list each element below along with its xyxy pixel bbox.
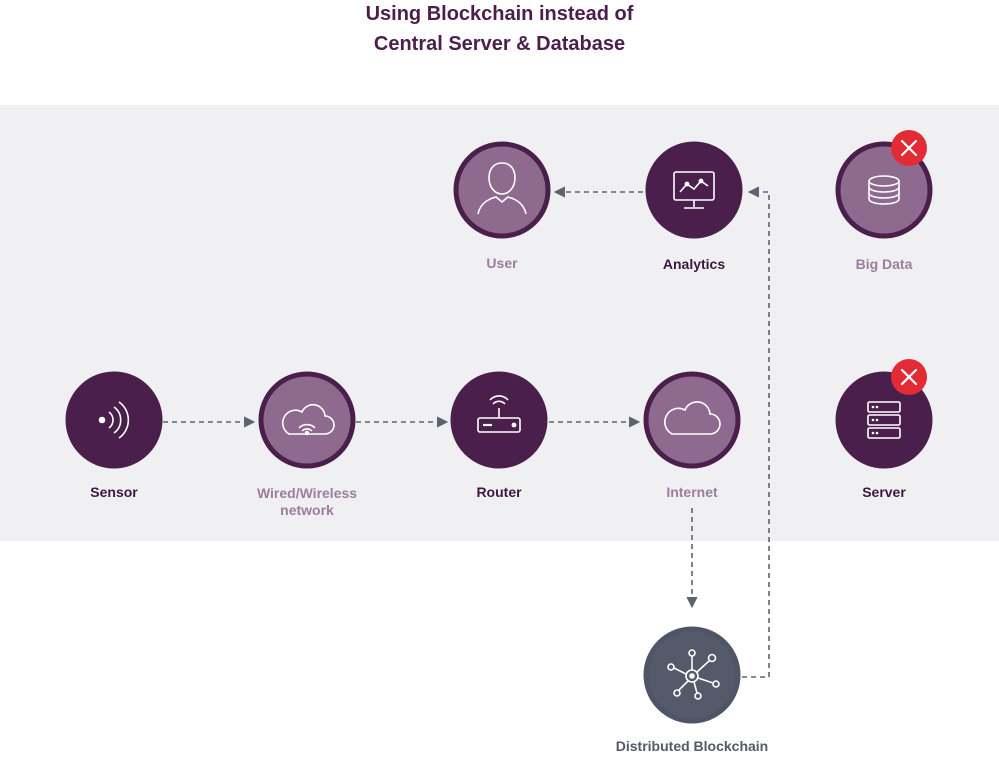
blockchain-label: Distributed Blockchain <box>615 738 769 754</box>
user-node <box>453 141 551 239</box>
analytics-node <box>645 141 743 239</box>
internet-label: Internet <box>666 484 718 500</box>
sensor-label: Sensor <box>90 484 138 500</box>
arrow-blockchain-to-analytics <box>742 186 770 678</box>
sensor-signal-icon <box>98 401 130 439</box>
server-node <box>835 359 933 469</box>
router-node <box>450 371 548 469</box>
server-label: Server <box>862 484 906 500</box>
analytics-monitor-icon <box>673 171 715 209</box>
network-node <box>258 371 356 469</box>
sensor-node <box>65 371 163 469</box>
title-line-1: Using Blockchain instead of <box>365 3 634 25</box>
network-label: Wired/Wireless network <box>222 485 392 519</box>
title-line-2: Central Server & Database <box>373 33 626 55</box>
blockchain-network-icon <box>667 649 720 700</box>
user-label: User <box>486 255 518 271</box>
big-data-node <box>835 130 933 239</box>
blockchain-node <box>643 626 741 724</box>
network-label-line-2: network <box>280 502 334 518</box>
internet-node <box>643 371 741 469</box>
user-icon <box>477 162 527 215</box>
router-label: Router <box>476 484 522 500</box>
database-icon <box>868 175 900 205</box>
wifi-cloud-icon <box>281 403 335 436</box>
router-icon <box>477 395 521 433</box>
cloud-icon <box>664 401 721 435</box>
network-label-line-1: Wired/Wireless <box>256 485 358 501</box>
big-data-label: Big Data <box>855 256 913 272</box>
big-data-x-badge <box>891 130 927 166</box>
server-rack-icon <box>867 401 901 439</box>
server-x-badge <box>891 359 927 395</box>
analytics-label: Analytics <box>662 256 726 272</box>
